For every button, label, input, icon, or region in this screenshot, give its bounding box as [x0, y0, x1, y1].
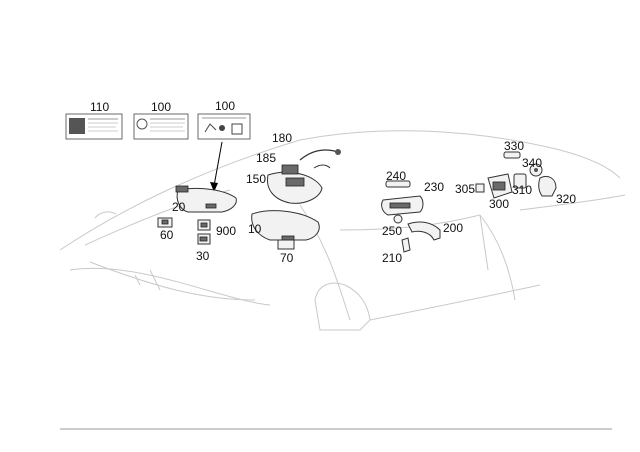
- callout-60: 60: [160, 228, 174, 242]
- clip-250: [393, 214, 403, 224]
- callout-labels: 110 100 100 180 185 150 20 60 900 30 10 …: [90, 99, 576, 265]
- overhead-console-150: [266, 149, 341, 204]
- callout-250: 250: [382, 224, 402, 238]
- warning-label-100a: [133, 113, 189, 140]
- knob-340: [529, 163, 543, 177]
- sun-visor-right: [251, 210, 320, 242]
- callout-10: 10: [248, 222, 262, 236]
- handle-230: [381, 195, 424, 216]
- sun-visor-left: [175, 185, 237, 213]
- clip-210: [401, 237, 411, 253]
- sensor-310: [513, 173, 527, 189]
- callout-110: 110: [90, 100, 109, 114]
- grab-handle-200: [407, 221, 441, 241]
- callout-310: 310: [512, 183, 532, 197]
- callout-305: 305: [455, 182, 475, 196]
- callout-30: 30: [196, 249, 210, 263]
- callout-230: 230: [424, 180, 444, 194]
- clip-30: [197, 233, 211, 245]
- callout-300: 300: [489, 197, 509, 211]
- lamp-240: [385, 180, 411, 188]
- clip-60: [157, 217, 173, 228]
- warning-label-110: [65, 113, 123, 140]
- callout-340: 340: [522, 156, 542, 170]
- callout-320: 320: [556, 192, 576, 206]
- callout-70: 70: [280, 251, 294, 265]
- callout-210: 210: [382, 251, 402, 265]
- callout-180: 180: [272, 131, 292, 145]
- callout-240: 240: [386, 169, 406, 183]
- clip-70: [277, 239, 295, 250]
- bracket-305: [475, 183, 485, 193]
- lamp-330: [503, 151, 521, 159]
- console-300: [487, 173, 513, 199]
- clip-900: [197, 219, 211, 231]
- callout-20: 20: [172, 200, 186, 214]
- leader-arrow: [210, 141, 223, 192]
- callout-900: 900: [216, 224, 236, 238]
- warning-label-100b: [197, 113, 251, 140]
- callout-185: 185: [256, 151, 276, 165]
- callout-100a: 100: [151, 100, 171, 114]
- callout-100b: 100: [215, 99, 235, 113]
- mirror-mount-320: [538, 175, 557, 197]
- callout-150: 150: [246, 172, 266, 186]
- callout-330: 330: [504, 139, 524, 153]
- callout-200: 200: [443, 221, 463, 235]
